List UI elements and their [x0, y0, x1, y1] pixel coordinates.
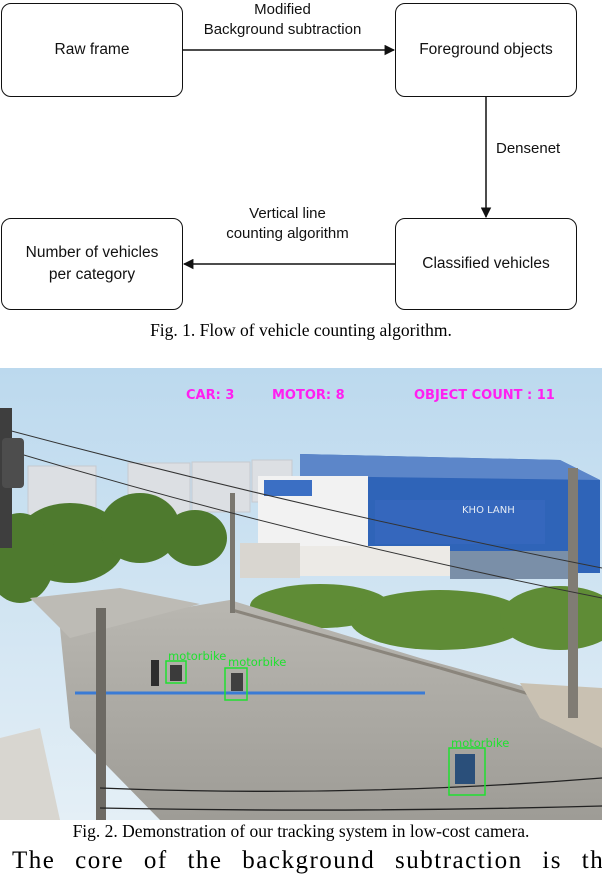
edge-label-vertical-line: Vertical line counting algorithm: [195, 204, 380, 244]
edge-label-modified-line1: Modified: [254, 1, 311, 18]
node-number-per-category-line2: per category: [48, 266, 136, 283]
edge-label-densenet: Densenet: [496, 139, 586, 159]
body-paragraph-line: The core of the background subtraction i…: [12, 847, 602, 874]
overlay-object-count: OBJECT COUNT : 11: [414, 388, 555, 403]
rider-1: [170, 665, 182, 681]
figure2-caption: Fig. 2. Demonstration of our tracking sy…: [72, 821, 530, 841]
flow-arrows: [182, 44, 492, 270]
node-raw-frame-label: Raw frame: [54, 41, 130, 58]
node-number-per-category-line1: Number of vehicles: [25, 244, 159, 261]
node-raw-frame: Raw frame: [1, 3, 183, 97]
edge-label-vertical-line1: Vertical line: [249, 205, 326, 222]
warehouse-sign: KHO LANH: [462, 505, 515, 516]
edge-label-modified: Modified Background subtraction: [180, 0, 385, 40]
edge-label-vertical-line2: counting algorithm: [226, 225, 349, 242]
detection-box-2: motorbike: [224, 655, 286, 701]
body-paragraph: The core of the background subtraction i…: [12, 846, 602, 876]
node-classified-vehicles-label: Classified vehicles: [422, 255, 550, 272]
lamp-post: [0, 408, 24, 548]
detection-label-1: motorbike: [168, 649, 226, 663]
pedestrian: [151, 660, 159, 686]
detection-box-3: motorbike: [448, 736, 509, 796]
rider-2: [231, 673, 243, 691]
node-foreground-objects: Foreground objects: [395, 3, 577, 97]
warehouse-building: KHO LANH: [240, 454, 600, 579]
figure1-caption: Fig. 1. Flow of vehicle counting algorit…: [150, 320, 452, 340]
edge-label-densenet-text: Densenet: [496, 140, 561, 157]
edge-label-modified-line2: Background subtraction: [203, 21, 362, 38]
rider-3: [455, 754, 475, 784]
overlay-car-count: CAR: 3: [186, 388, 234, 403]
detection-label-3: motorbike: [451, 736, 509, 750]
node-number-per-category: Number of vehicles per category: [1, 218, 183, 310]
node-foreground-objects-label: Foreground objects: [419, 41, 553, 58]
overlay-motor-count: MOTOR: 8: [272, 388, 345, 403]
tracking-camera-frame: KHO LANH: [0, 368, 602, 820]
trees-left: [0, 493, 227, 603]
poles-and-wires: [0, 427, 602, 820]
detection-label-2: motorbike: [228, 655, 286, 669]
node-classified-vehicles: Classified vehicles: [395, 218, 577, 310]
detection-box-1: motorbike: [165, 649, 226, 684]
